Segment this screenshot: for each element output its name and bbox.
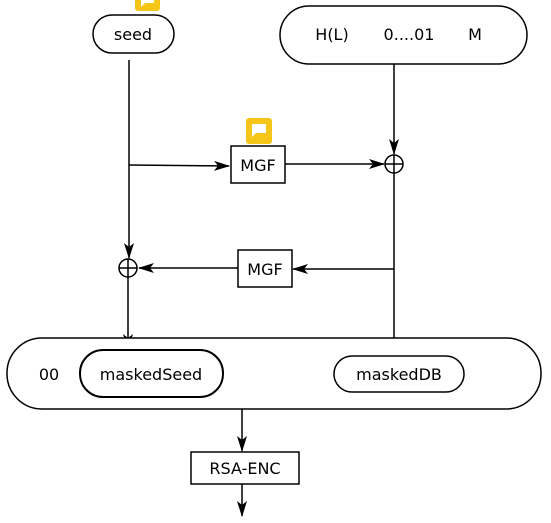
seed-to-mgf-arrow <box>128 160 230 171</box>
xor-circle-icon <box>118 258 138 278</box>
mgf-top-label: MGF <box>240 156 275 175</box>
data-block-hl: H(L) <box>315 25 348 44</box>
masked-db-label: maskedDB <box>356 365 442 384</box>
data-block-padding: 0....01 <box>384 25 435 44</box>
data-block-message: M <box>468 25 482 44</box>
encoded-message-prefix: 00 <box>39 365 59 384</box>
data-block <box>279 5 528 65</box>
masked-seed-box <box>79 349 224 398</box>
masked-seed-label: maskedSeed <box>100 365 202 384</box>
masked-db-box <box>333 355 465 393</box>
rsa-enc-label: RSA-ENC <box>209 459 280 478</box>
seed-box <box>92 14 175 54</box>
mgf-bottom-label: MGF <box>247 260 282 279</box>
mgf-bottom-box <box>237 249 293 288</box>
comment-icon[interactable] <box>246 118 272 144</box>
seed-label: seed <box>114 25 152 44</box>
rsa-enc-box <box>190 451 300 485</box>
xor-circle-icon <box>384 154 404 174</box>
comment-icon[interactable] <box>135 0 160 11</box>
